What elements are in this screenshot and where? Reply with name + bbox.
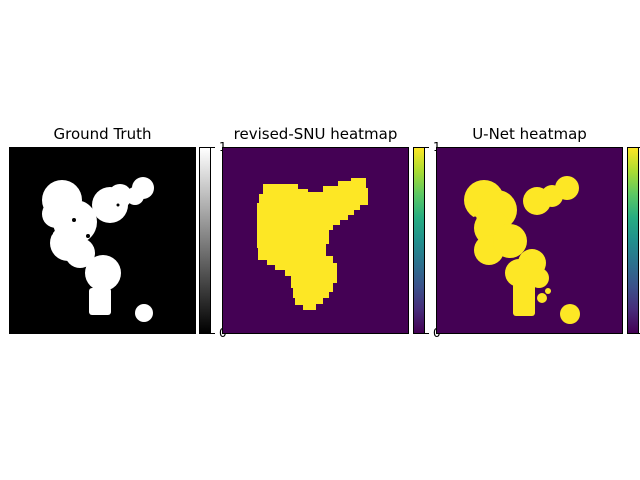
snu-image [222, 147, 409, 334]
unet-colorbar [627, 147, 639, 334]
gt-colorbar [199, 147, 211, 334]
unet-image [436, 147, 623, 334]
gt-mask [42, 177, 154, 322]
snu-colorbar [413, 147, 425, 334]
gt-colorbar-tick-max [211, 147, 215, 148]
snu-title: revised-SNU heatmap [233, 125, 398, 143]
snu-colorbar-tick-min [425, 333, 429, 334]
unet-mask [464, 176, 580, 324]
gt-image [9, 147, 196, 334]
gt-title: Ground Truth [53, 125, 152, 143]
unet-title: U-Net heatmap [472, 125, 587, 143]
snu-colorbar-tick-max [425, 147, 429, 148]
snu-mask [257, 178, 368, 310]
gt-colorbar-tick-min [211, 333, 215, 334]
